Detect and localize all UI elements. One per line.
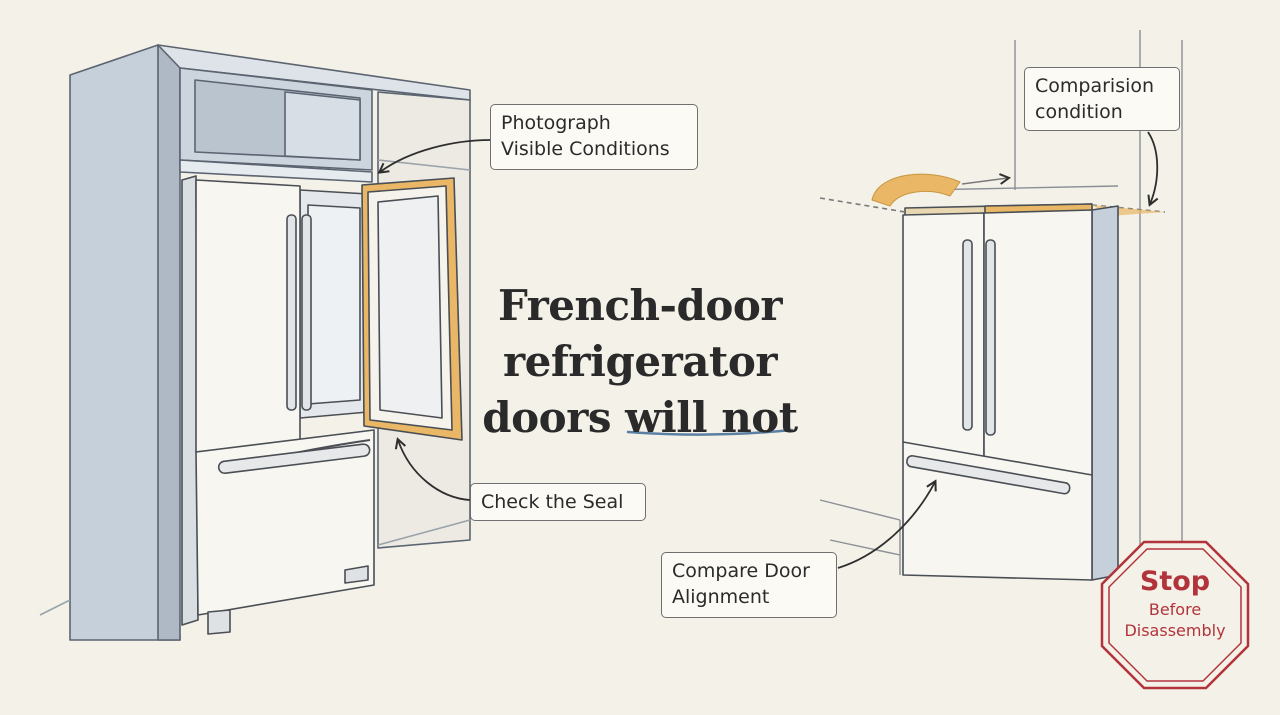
stop-title: Stop	[1139, 566, 1211, 597]
right-cabinet	[819, 30, 1183, 640]
callout-alignment-line1: Compare Door	[672, 560, 810, 582]
callout-comparison-line1: Comparision	[1035, 75, 1155, 97]
headline-underline	[626, 428, 794, 436]
callout-comparison-line2: condition	[1035, 101, 1123, 123]
curved-arrow-icon	[1147, 131, 1157, 204]
stop-line2: Disassembly	[1124, 621, 1226, 640]
headline-line1: French-door	[497, 281, 783, 330]
curved-arrow-icon	[380, 139, 491, 172]
stop-line1: Before	[1148, 600, 1202, 619]
callout-seal: Check the Seal	[470, 483, 646, 521]
headline-line3-emphasis: will not	[625, 393, 798, 442]
curved-arrow-icon	[398, 440, 471, 501]
octagon-stop-icon	[1100, 540, 1250, 690]
right-refrigerator	[819, 174, 1166, 581]
callout-alignment: Compare Door Alignment	[661, 552, 837, 618]
callout-seal-line1: Check the Seal	[481, 491, 624, 513]
headline-line3: doors will not	[470, 390, 810, 446]
callout-photograph-line2: Visible Conditions	[501, 138, 670, 160]
callout-photograph: Photograph Visible Conditions	[490, 104, 698, 170]
headline-line2: refrigerator	[503, 337, 777, 386]
callout-alignment-line2: Alignment	[672, 586, 770, 608]
callout-comparison: Comparision condition	[1024, 67, 1180, 131]
callout-arrows	[380, 131, 1157, 569]
callout-photograph-line1: Photograph	[501, 112, 611, 134]
curved-arrow-icon	[837, 482, 935, 569]
headline: French-door refrigerator doors will not	[470, 278, 810, 446]
left-refrigerator	[181, 175, 463, 635]
headline-line3-start: doors	[482, 393, 626, 442]
stop-sign-text: Stop Before Disassembly	[1100, 565, 1250, 641]
